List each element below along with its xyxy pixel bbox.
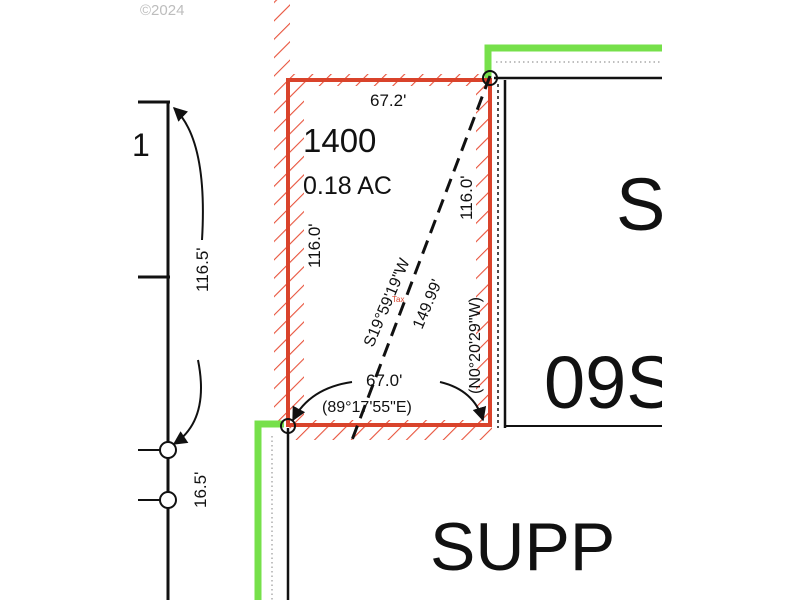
right-dimension-label: 116.0' bbox=[457, 175, 476, 220]
adjacent-boundaries bbox=[286, 76, 662, 600]
diagonal-length-label: 149.99' bbox=[410, 277, 446, 332]
left-curve-arrow-bottom bbox=[172, 359, 202, 445]
curve-arrow-right bbox=[439, 381, 487, 422]
top-dimension-label: 67.2' bbox=[370, 91, 406, 110]
parcel-id-label: 1400 bbox=[303, 122, 376, 159]
bottom-dimension-label: 67.0' bbox=[366, 371, 402, 390]
right-bottom-label: SUPP bbox=[430, 509, 615, 585]
subject-parcel-outline bbox=[286, 78, 492, 427]
copyright-notice: ©2024 bbox=[140, 2, 185, 19]
left-dimension-lower: 16.5' bbox=[191, 472, 210, 508]
left-marker-lower bbox=[159, 441, 177, 459]
curve-arrow-left bbox=[292, 381, 353, 422]
left-dimension-upper: 116.5' bbox=[193, 247, 212, 292]
bottom-bearing-label: (89°17'55"E) bbox=[322, 399, 412, 416]
left-marker-bottom bbox=[159, 491, 177, 509]
right-map-number: 09S bbox=[544, 341, 676, 424]
corner-marker-bottom-left bbox=[280, 418, 296, 434]
right-large-letter: S bbox=[616, 163, 665, 246]
road-edge-bottom-left bbox=[254, 420, 284, 600]
left-curve-arrow-top bbox=[172, 107, 204, 241]
hatch-strip-inner-left bbox=[290, 86, 304, 420]
right-bearing-label: (N0°20'29"W) bbox=[467, 297, 484, 394]
parcel-center-label: Tax bbox=[392, 295, 404, 304]
left-dimension-label: 116.0' bbox=[305, 223, 324, 268]
right-margin bbox=[662, 0, 800, 600]
parcel-area-label: 0.18 AC bbox=[303, 172, 392, 200]
left-dimension-structure bbox=[138, 100, 204, 600]
left-partial-number: 1 bbox=[132, 127, 150, 163]
corner-marker-top-right bbox=[482, 70, 498, 86]
diagonal-bearing-label: S19°59'19"W bbox=[361, 255, 414, 349]
